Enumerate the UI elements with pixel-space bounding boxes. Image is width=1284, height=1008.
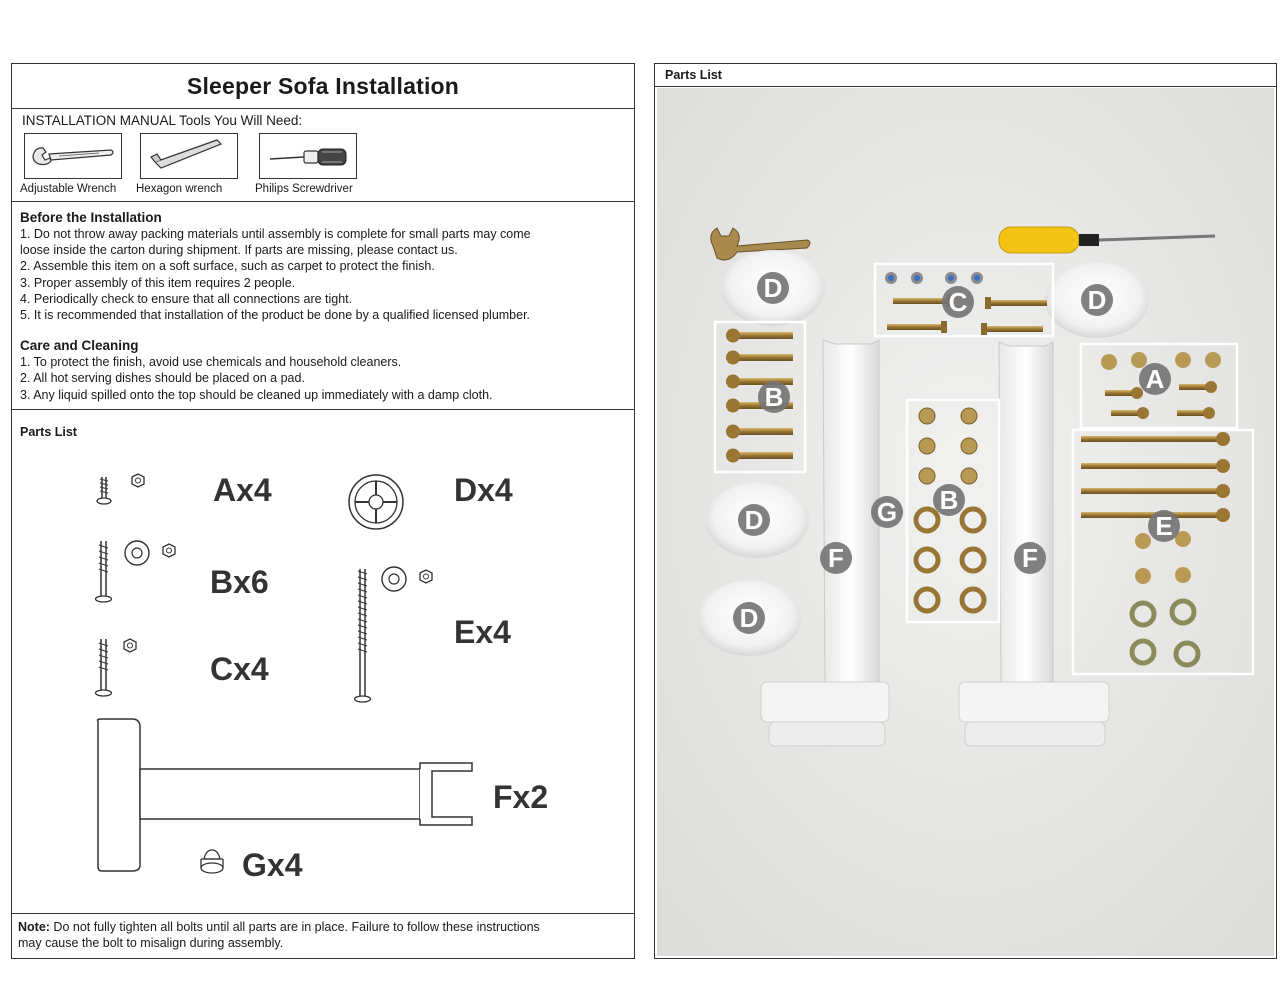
tools-section: INSTALLATION MANUAL Tools You Will Need:…: [12, 109, 634, 202]
note-text: Do not fully tighten all bolts until all…: [49, 920, 540, 934]
care-cleaning-title: Care and Cleaning: [20, 338, 139, 354]
part-d-count: Dx4: [454, 472, 513, 508]
tool-label: Adjustable Wrench: [20, 183, 117, 195]
wrench-icon: [32, 147, 114, 166]
instruction-line: 4. Periodically check to ensure that all…: [20, 291, 353, 306]
note-text-continued: may cause the bolt to misalign during as…: [18, 936, 284, 950]
part-e-count: Ex4: [454, 614, 511, 650]
note-label: Note:: [18, 920, 50, 934]
leg-f-1: [760, 339, 890, 747]
tool-philips-screwdriver: Philips Screwdriver: [255, 133, 357, 195]
parts-list-heading: Parts List: [665, 68, 722, 82]
group-e-box: [1071, 428, 1255, 676]
leg-f-2: [958, 341, 1110, 747]
parts-diagram: [94, 473, 473, 874]
label-a: A: [1146, 364, 1165, 394]
label-d-2: D: [1088, 285, 1107, 315]
care-line: 3. Any liquid spilled onto the top shoul…: [20, 387, 493, 402]
photo-labels: D C D B A B G E D F F D: [733, 272, 1180, 634]
photo-wrench-icon: [710, 227, 811, 261]
group-b-box-1: [713, 320, 807, 474]
part-f-illustration: [96, 718, 473, 872]
group-e-parts: [1081, 432, 1230, 668]
tool-adjustable-wrench: Adjustable Wrench: [20, 133, 122, 195]
care-line: 1. To protect the finish, avoid use chem…: [20, 355, 402, 370]
parts-diagram-section: Parts List: [12, 419, 634, 913]
part-g-illustration: [200, 849, 224, 874]
group-b-parts-2: [913, 407, 987, 614]
installation-manual-panel: Sleeper Sofa Installation INSTALLATION M…: [11, 63, 635, 959]
label-g: G: [877, 497, 897, 527]
page-title: Sleeper Sofa Installation: [186, 72, 460, 99]
part-a-count: Ax4: [213, 472, 272, 508]
part-f-count: Fx2: [493, 779, 549, 815]
group-b-box-2: [905, 398, 1001, 624]
group-a-parts: [1101, 352, 1221, 419]
label-c: C: [949, 287, 968, 317]
instruction-line: 1. Do not throw away packing materials u…: [20, 227, 531, 241]
group-c-box: [873, 262, 1055, 338]
label-d-3: D: [745, 505, 764, 535]
part-c-count: Cx4: [210, 651, 269, 687]
label-f-2: F: [1022, 543, 1038, 573]
before-installation-title: Before the Installation: [20, 210, 162, 225]
part-b-count: Bx6: [210, 564, 269, 600]
part-e-illustration: [353, 566, 433, 703]
care-line: 2. All hot serving dishes should be plac…: [20, 371, 305, 386]
instruction-line: 2. Assemble this item on a soft surface,…: [20, 259, 435, 274]
parts-photo: D C D B A B G E D F F D: [657, 88, 1274, 956]
part-g-count: Gx4: [242, 847, 303, 883]
group-a-box: [1079, 342, 1239, 430]
instruction-line: 3. Proper assembly of this item requires…: [20, 275, 296, 290]
tool-label: Hexagon wrench: [136, 183, 223, 195]
part-d-illustration: [348, 474, 404, 530]
instructions-section: Before the Installation 1. Do not throw …: [12, 202, 634, 410]
hex-key-icon: [150, 139, 223, 169]
parts-photo-panel: Parts List: [654, 63, 1277, 959]
screwdriver-icon: [269, 148, 347, 166]
part-a-illustration: [96, 473, 145, 505]
tools-heading: INSTALLATION MANUAL Tools You Will Need:: [22, 113, 303, 128]
instruction-line: loose inside the carton during shipment.…: [20, 243, 458, 258]
part-c-illustration: [94, 638, 137, 697]
title-row: Sleeper Sofa Installation: [12, 64, 634, 109]
label-f-1: F: [828, 543, 844, 573]
assembly-note: Note: Do not fully tighten all bolts unt…: [12, 913, 634, 958]
tool-hexagon-wrench: Hexagon wrench: [136, 133, 238, 195]
parts-list-heading: Parts List: [20, 425, 77, 439]
label-b-2: B: [940, 485, 959, 515]
label-e: E: [1155, 511, 1172, 541]
photo-screwdriver-icon: [998, 226, 1216, 254]
label-b-1: B: [765, 382, 784, 412]
part-b-illustration: [94, 540, 176, 603]
label-d-4: D: [740, 603, 759, 633]
tool-label: Philips Screwdriver: [255, 183, 353, 195]
label-d-1: D: [764, 273, 783, 303]
instruction-line: 5. It is recommended that installation o…: [20, 308, 531, 323]
